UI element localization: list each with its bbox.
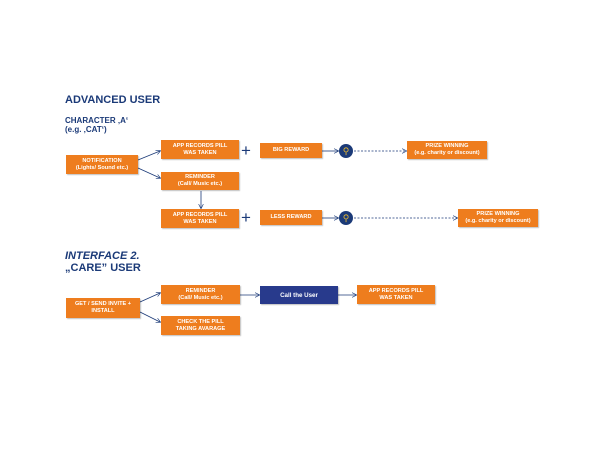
records-box-3: APP RECORDS PILL WAS TAKEN [357,285,435,304]
arrow-notification-to-reminder [137,167,160,178]
trophy-icon-1: ⚲ [339,144,353,158]
prize-2-sublabel: (e.g. charity or discount) [465,218,531,224]
records-box-2: APP RECORDS PILL WAS TAKEN [161,209,239,228]
notification-sublabel: (Lights/ Sound etc.) [75,164,129,171]
reminder-1-label: REMINDER [185,174,215,180]
big-reward-box: BIG REWARD [260,143,322,158]
big-reward-label: BIG REWARD [272,147,310,153]
trophy-icon-2: ⚲ [339,211,353,225]
character-heading: CHARACTER ‚A‘ (e.g. ‚CAT‘) [65,116,128,134]
less-reward-label: LESS REWARD [270,214,312,220]
prize-box-1: PRIZE WINNING (e.g. charity or discount) [407,141,487,159]
interface-heading: INTERFACE 2. „CARE” USER [65,250,141,274]
call-user-box: Call the User [260,286,338,304]
prize-box-2: PRIZE WINNING (e.g. charity or discount) [458,209,538,227]
interface-heading-line1: INTERFACE 2. [65,250,140,262]
notification-box: NOTIFICATION (Lights/ Sound etc.) [66,155,138,174]
character-heading-line2: (e.g. ‚CAT‘) [65,125,107,134]
records-2-label: APP RECORDS PILL [172,211,228,218]
arrow-getsend-to-reminder [139,293,160,303]
reminder-2-label: REMINDER [185,287,216,294]
call-user-label: Call the User [280,291,318,299]
check-pill-label: CHECK THE PILL [177,318,224,325]
prize-1-label: PRIZE WINNING [425,143,469,149]
notification-label: NOTIFICATION [82,157,122,164]
get-send-label: GET / SEND INVITE + [74,301,132,307]
prize-1-sublabel: (e.g. charity or discount) [414,150,480,156]
records-box-1: APP RECORDS PILL WAS TAKEN [161,140,239,159]
check-pill-sublabel: TAKING AVARAGE [175,325,226,332]
records-1-label: APP RECORDS PILL [172,142,228,149]
plus-sign-2: + [241,208,251,227]
reminder-2-sublabel: (Call/ Music etc.) [178,294,223,301]
check-pill-box: CHECK THE PILL TAKING AVARAGE [161,316,240,335]
arrow-notification-to-records [137,151,160,161]
reminder-box-1: REMINDER (Call/ Music etc.) [161,172,239,190]
records-3-sublabel: WAS TAKEN [379,294,413,301]
get-send-invite-box: GET / SEND INVITE + INSTALL [66,298,140,318]
records-2-sublabel: WAS TAKEN [183,218,217,225]
records-1-sublabel: WAS TAKEN [183,149,217,156]
records-3-label: APP RECORDS PILL [368,287,424,294]
character-heading-line1: CHARACTER ‚A‘ [65,116,129,125]
reminder-1-sublabel: (Call/ Music etc.) [177,181,223,187]
plus-sign-1: + [241,141,251,160]
less-reward-box: LESS REWARD [260,210,322,225]
prize-2-label: PRIZE WINNING [476,211,520,217]
interface-heading-line2: „CARE” USER [65,262,141,274]
advanced-user-title: ADVANCED USER [65,94,161,106]
reminder-box-2: REMINDER (Call/ Music etc.) [161,285,240,304]
get-send-sublabel: INSTALL [91,308,115,314]
arrow-getsend-to-check [139,311,160,322]
